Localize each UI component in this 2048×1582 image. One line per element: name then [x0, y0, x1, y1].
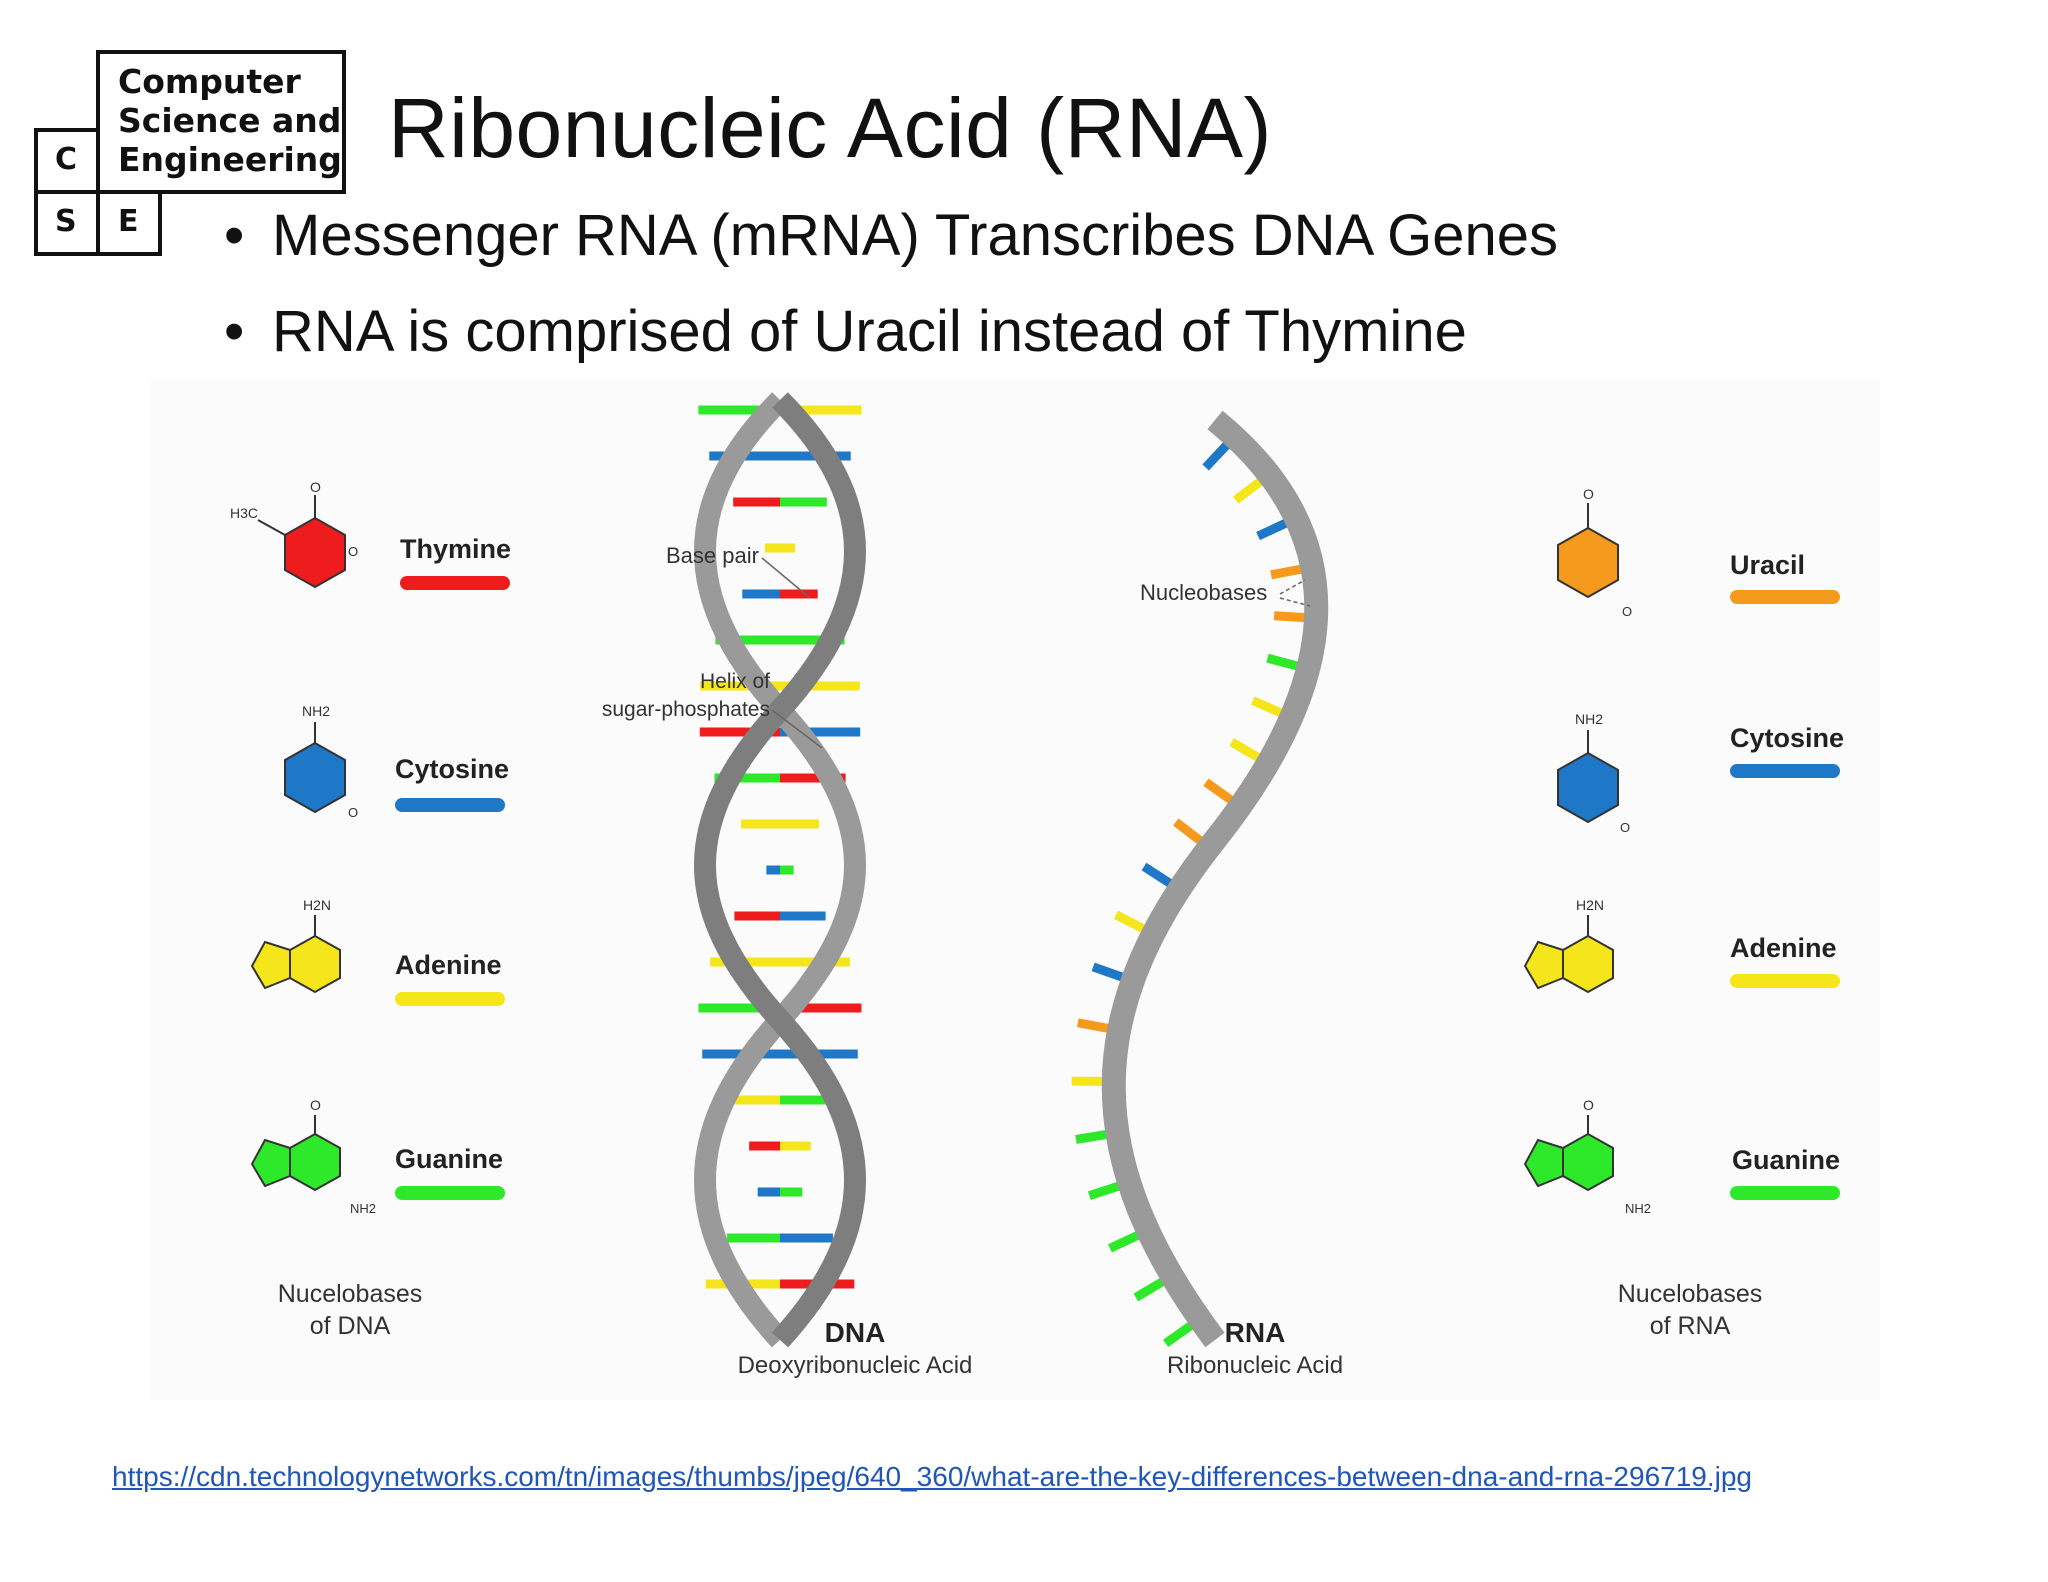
- dna-base-label: Cytosine: [395, 754, 509, 784]
- annotation-helix: Helix of: [700, 670, 770, 693]
- annotation-base-pair: Base pair: [666, 543, 759, 568]
- logo-letter-s: S: [55, 204, 77, 239]
- rna-uracil-molecule: O O: [1557, 486, 1632, 619]
- rna-guanine-molecule: O NH2: [1523, 1097, 1651, 1216]
- dna-label: DNA: [825, 1317, 886, 1348]
- svg-text:NH2: NH2: [350, 1201, 376, 1216]
- logo-letter-e: E: [118, 204, 139, 239]
- cse-logo: Computer Science and Engineering C S E: [0, 0, 360, 270]
- dna-thymine-molecule: O H3C O: [230, 479, 358, 589]
- annotation-helix: sugar-phosphates: [602, 698, 770, 721]
- guanine-swatch: [395, 1186, 505, 1200]
- dna-adenine-molecule: H2N: [250, 897, 341, 994]
- dna-sublabel: Deoxyribonucleic Acid: [738, 1352, 973, 1379]
- svg-text:NH2: NH2: [1575, 711, 1603, 727]
- dna-bases-caption: of DNA: [310, 1312, 391, 1340]
- dna-helix: [694, 392, 866, 1348]
- logo-line: Engineering: [118, 140, 342, 179]
- svg-text:H2N: H2N: [1576, 897, 1604, 913]
- logo-text: Computer Science and Engineering: [118, 62, 342, 179]
- dna-base-label: Adenine: [395, 950, 502, 980]
- rna-base-label: Adenine: [1730, 933, 1837, 963]
- thymine-swatch: [400, 576, 510, 590]
- svg-text:O: O: [348, 805, 358, 820]
- annotation-nucleobases: Nucleobases: [1140, 580, 1267, 605]
- rna-label: RNA: [1225, 1317, 1286, 1348]
- bullet-text: RNA is comprised of Uracil instead of Th…: [272, 299, 1467, 364]
- dna-base-label: Thymine: [400, 534, 511, 564]
- logo-line: Science and: [118, 101, 342, 140]
- annotation-line: [1279, 597, 1311, 607]
- svg-text:NH2: NH2: [302, 703, 330, 719]
- rna-bases-caption: of RNA: [1650, 1312, 1731, 1340]
- rna-bases-caption: Nucelobases: [1618, 1280, 1763, 1308]
- annotation-line: [761, 557, 811, 599]
- svg-text:NH2: NH2: [1625, 1201, 1651, 1216]
- rna-strand: [1071, 410, 1329, 1348]
- cytosine-swatch: [395, 798, 505, 812]
- bullet-item: • Messenger RNA (mRNA) Transcribes DNA Ge…: [218, 188, 1558, 284]
- logo-line: Computer: [118, 62, 301, 101]
- svg-text:H3C: H3C: [230, 505, 258, 521]
- svg-text:O: O: [310, 479, 321, 495]
- dna-backbone-strand: [694, 392, 866, 1348]
- rna-backbone: [1101, 410, 1329, 1348]
- dna-cytosine-molecule: NH2 O: [284, 703, 358, 820]
- bullet-item: • RNA is comprised of Uracil instead of T…: [218, 284, 1558, 380]
- svg-text:H2N: H2N: [303, 897, 331, 913]
- rna-adenine-molecule: H2N: [1523, 897, 1614, 994]
- rna-cytosine-molecule: NH2 O: [1557, 711, 1630, 835]
- bullet-text: Messenger RNA (mRNA) Transcribes DNA Gen…: [272, 203, 1559, 268]
- rna-base-label: Guanine: [1732, 1145, 1840, 1175]
- source-link[interactable]: https://cdn.technologynetworks.com/tn/im…: [112, 1461, 1752, 1492]
- dna-guanine-molecule: O NH2: [250, 1097, 376, 1216]
- rna-base-label: Uracil: [1730, 550, 1805, 580]
- annotation-line: [771, 709, 823, 749]
- dna-base-label: Guanine: [395, 1144, 503, 1174]
- svg-text:O: O: [310, 1097, 321, 1113]
- cytosine-swatch: [1730, 764, 1840, 778]
- bullet-dot: •: [224, 203, 245, 268]
- annotation-line: [1279, 579, 1306, 595]
- logo-letter-c: C: [55, 142, 78, 177]
- bullet-list: • Messenger RNA (mRNA) Transcribes DNA Ge…: [218, 188, 1558, 380]
- dna-backbone-strand: [694, 392, 866, 1348]
- rna-base-label: Cytosine: [1730, 723, 1844, 753]
- svg-text:O: O: [1583, 486, 1594, 502]
- dna-rna-figure: O H3C O NH2 O H2N O NH2 Thymine Cytosine…: [150, 380, 1880, 1400]
- guanine-swatch: [1730, 1186, 1840, 1200]
- svg-text:O: O: [348, 544, 358, 559]
- adenine-swatch: [1730, 974, 1840, 988]
- dna-bases-caption: Nucelobases: [278, 1280, 423, 1308]
- rna-sublabel: Ribonucleic Acid: [1167, 1352, 1343, 1379]
- logo-frame: [34, 50, 346, 256]
- svg-text:O: O: [1620, 820, 1630, 835]
- svg-text:O: O: [1583, 1097, 1594, 1113]
- slide-title: Ribonucleic Acid (RNA): [388, 81, 1272, 175]
- bullet-dot: •: [224, 299, 245, 364]
- svg-text:O: O: [1622, 604, 1632, 619]
- adenine-swatch: [395, 992, 505, 1006]
- uracil-swatch: [1730, 590, 1840, 604]
